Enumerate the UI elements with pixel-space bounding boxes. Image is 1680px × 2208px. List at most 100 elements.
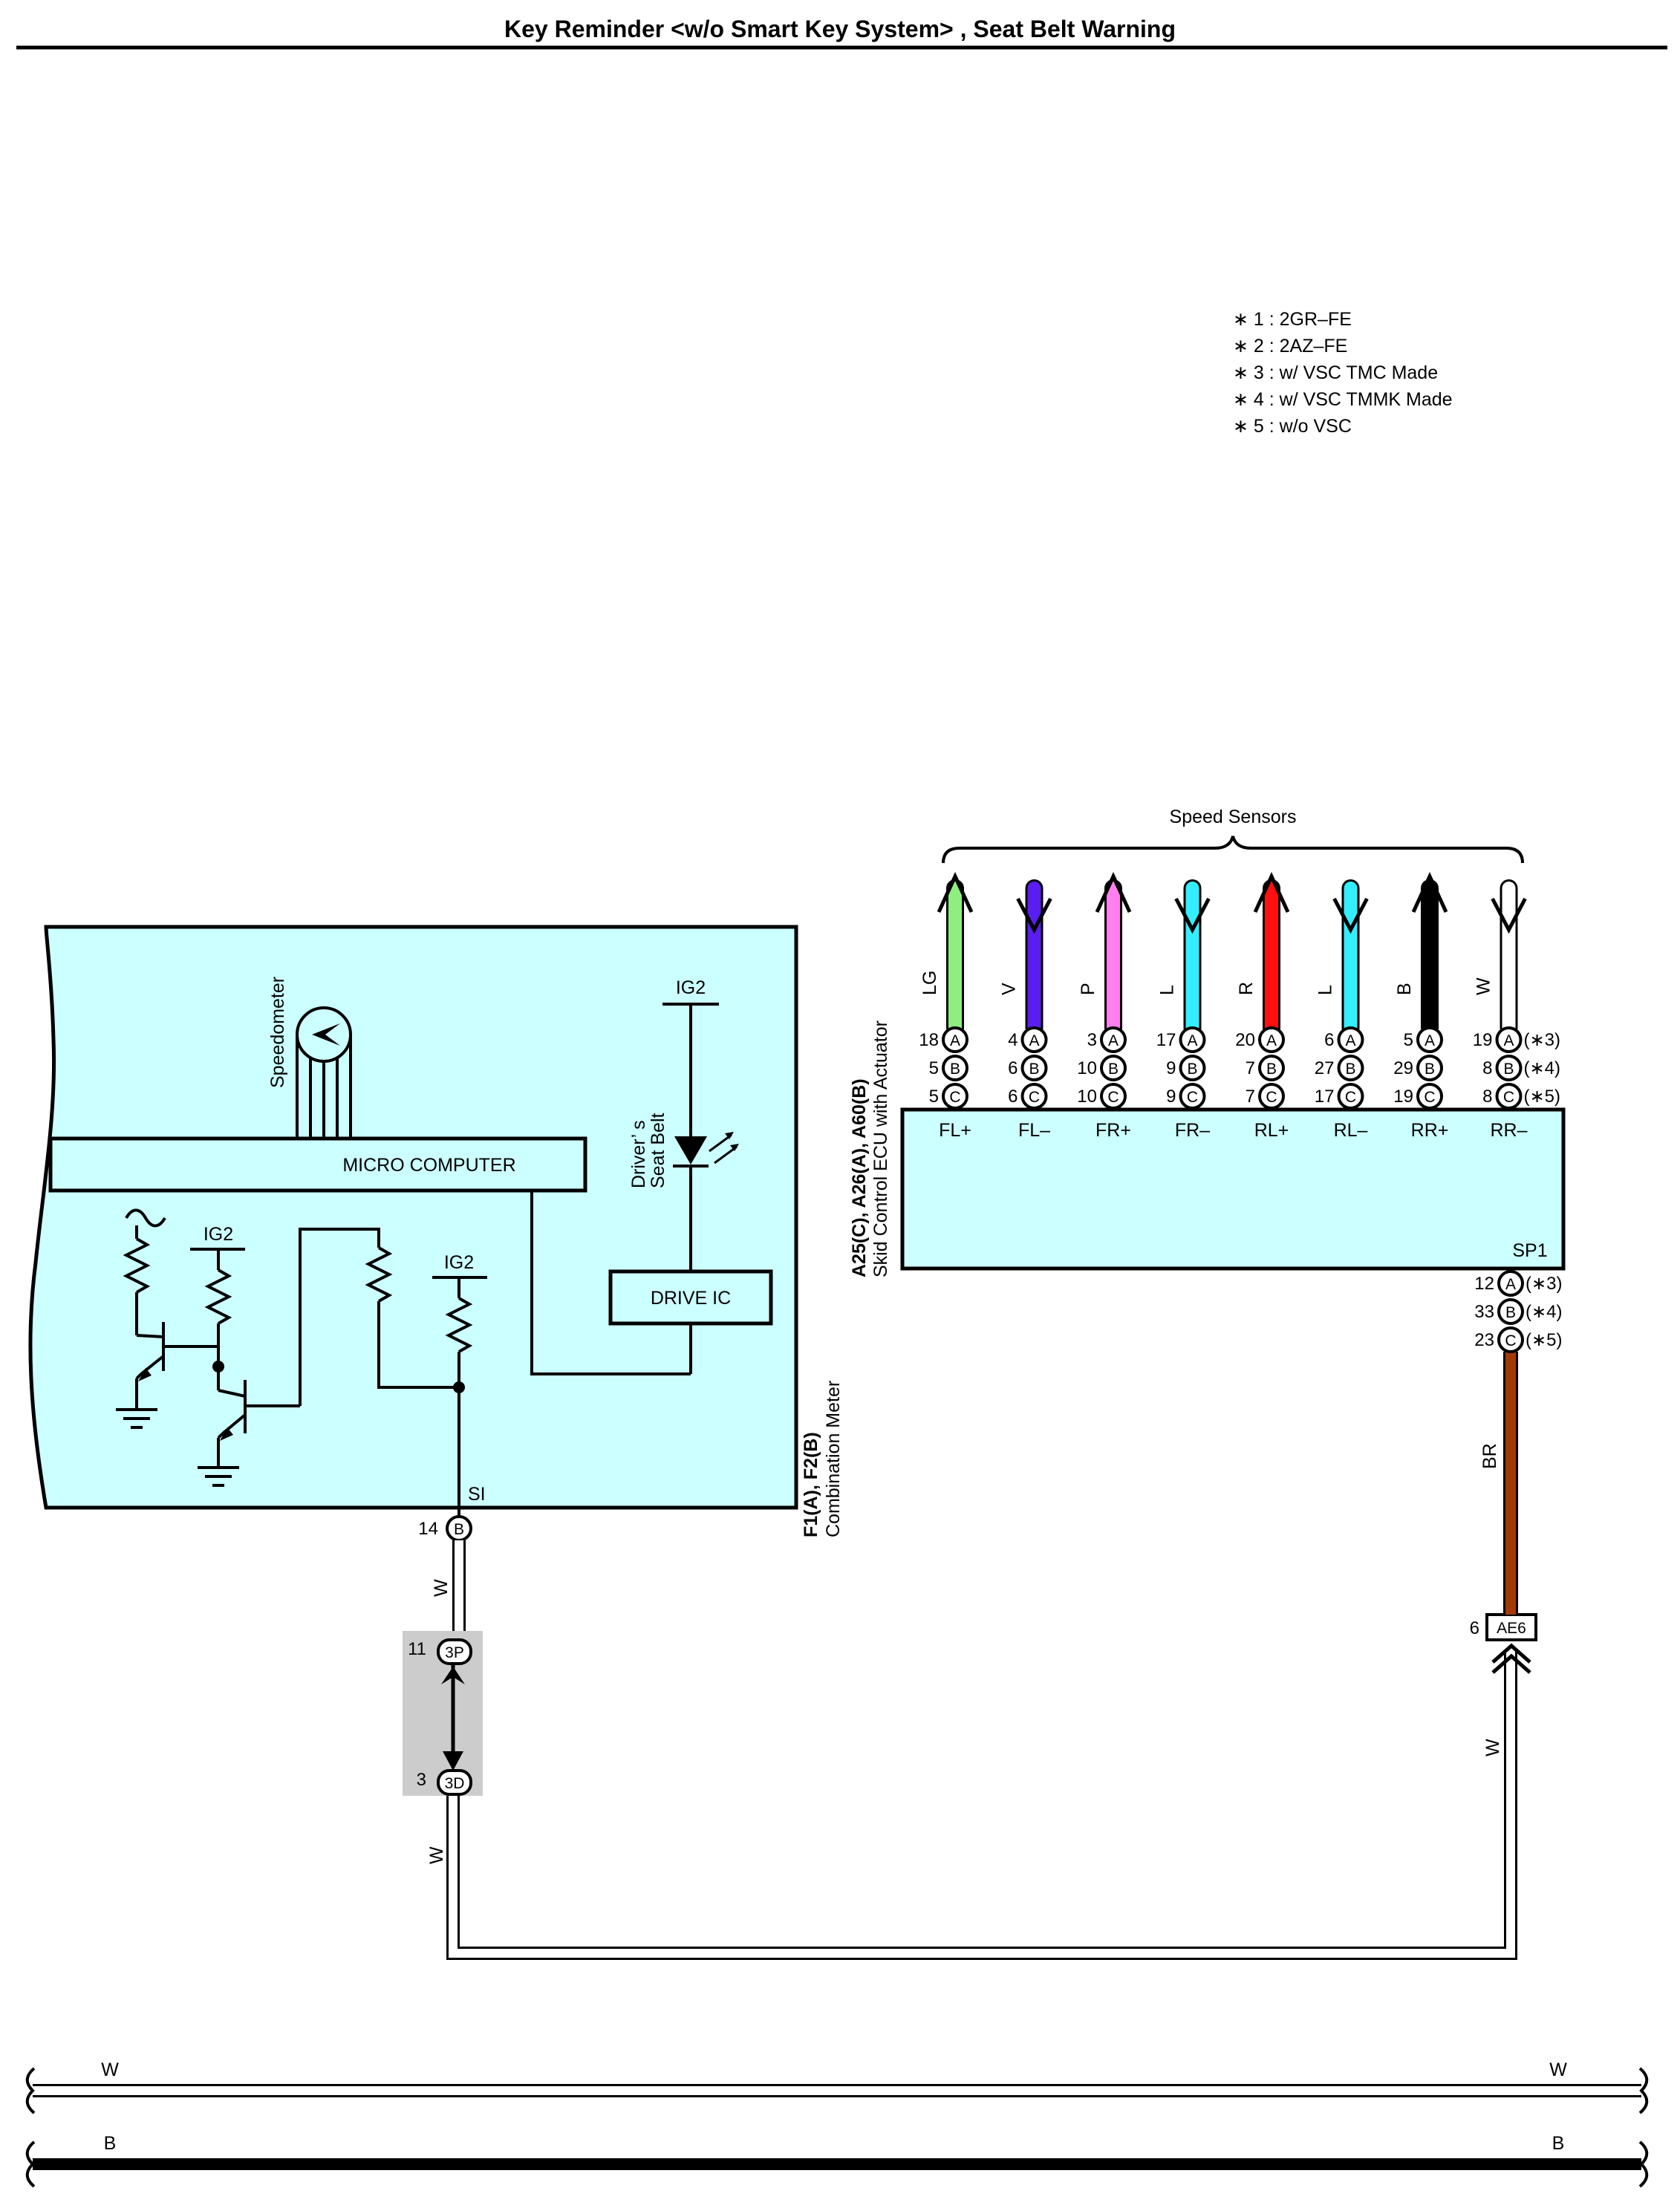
sp1-pin-letter: C <box>1505 1332 1516 1349</box>
wire-color-label: LG <box>919 971 940 995</box>
pin-number: 3 <box>1087 1030 1097 1050</box>
pin-connector <box>942 1083 968 1110</box>
terminal-name: FL– <box>1018 1120 1050 1141</box>
combination-meter: MICRO COMPUTER Speedometer IG2 Driver’ s… <box>28 925 844 1537</box>
drive-ic-block <box>608 1269 773 1326</box>
sp1-pin-connector <box>1497 1270 1524 1297</box>
pin-connector <box>1020 1055 1048 1081</box>
terminal-name: RR– <box>1490 1120 1527 1141</box>
drive-ic-label: DRIVE IC <box>651 1288 731 1309</box>
svg-text:11: 11 <box>408 1639 426 1659</box>
wire-color-label: P <box>1078 983 1098 995</box>
pin-number: 5 <box>929 1087 939 1107</box>
pin-connector <box>1416 1026 1443 1053</box>
pin-connector-letter: C <box>1345 1089 1356 1106</box>
pin-connector <box>1416 1083 1443 1110</box>
bus-white-break-right <box>1638 2067 1649 2114</box>
pin-number: 8 <box>1482 1058 1492 1078</box>
sp1-pin-connector <box>1497 1298 1524 1325</box>
speedometer-icon <box>296 1006 352 1139</box>
pin-number: 6 <box>1008 1087 1018 1107</box>
pin-connector-letter: C <box>1424 1089 1435 1106</box>
pin-number: 4 <box>1008 1030 1018 1050</box>
micro-computer-label: MICRO COMPUTER <box>342 1155 515 1176</box>
pin-connector <box>1337 1055 1364 1081</box>
pin-connector-letter: C <box>949 1089 960 1106</box>
pin-number: 5 <box>1404 1030 1413 1050</box>
seat-belt-label-line1: Driver’ s <box>628 1120 649 1188</box>
svg-text:3: 3 <box>417 1770 426 1790</box>
pin-connector <box>1495 1055 1523 1081</box>
footnote-3: ∗ 3 : w/ VSC TMC Made <box>1233 362 1438 383</box>
pin-connector <box>942 1055 968 1081</box>
meter-pin-14: 14 B <box>418 1515 472 1542</box>
pin-number: 27 <box>1315 1058 1335 1078</box>
meter-connector-label: F1(A), F2(B) <box>801 1432 821 1537</box>
pin-connector-letter: C <box>1266 1089 1277 1106</box>
pin-connector-letter: A <box>1266 1032 1277 1049</box>
arrow-up-icon <box>1095 871 1132 914</box>
wire-label-w-1: W <box>431 1579 452 1597</box>
sp1-pin-note: (∗5) <box>1526 1330 1562 1350</box>
pin-connector <box>1337 1083 1364 1110</box>
sp1-pin-connector <box>1497 1326 1524 1353</box>
bus-white-break-left <box>25 2067 36 2114</box>
speed-sensors-brace: Speed Sensors <box>942 807 1524 864</box>
terminal-name: FR– <box>1175 1120 1210 1141</box>
ig2-label-led: IG2 <box>676 977 706 998</box>
circuit-arrows <box>138 1368 233 1441</box>
pin-number: 19 <box>1473 1030 1493 1050</box>
pin-connector <box>1258 1055 1285 1081</box>
pin-number: 20 <box>1235 1030 1255 1050</box>
pin-connector-letter: B <box>950 1061 960 1078</box>
arrow-down-icon <box>1332 897 1369 934</box>
footnote-1: ∗ 1 : 2GR–FE <box>1233 309 1352 330</box>
bus-black-label-left: B <box>104 2133 117 2154</box>
svg-text:14: 14 <box>418 1519 438 1539</box>
arrow-down-icon <box>1491 897 1527 934</box>
pin-connector-letter: A <box>1029 1032 1039 1049</box>
pin-connector-letter: C <box>1187 1089 1198 1106</box>
wire-label-br: BR <box>1479 1443 1500 1469</box>
wire-color-label: L <box>1157 985 1178 995</box>
pin-connector-letter: B <box>1029 1061 1039 1078</box>
footnote-5: ∗ 5 : w/o VSC <box>1233 416 1352 437</box>
ig2-label-center: IG2 <box>444 1252 474 1273</box>
wire-color-label: L <box>1315 985 1336 995</box>
bus-white-label-left: W <box>101 2059 119 2080</box>
bus-white-label-right: W <box>1549 2059 1567 2080</box>
pin-connector-letter: C <box>1503 1089 1514 1106</box>
pin-number: 5 <box>929 1058 939 1078</box>
pin-connector <box>1416 1055 1443 1081</box>
junction-arrow-icon <box>443 1751 463 1771</box>
sp1-pin-number: 33 <box>1474 1302 1494 1322</box>
ecu-connector-label: A25(C), A26(A), A60(B) <box>849 1078 870 1277</box>
pin-connector-letter: B <box>1187 1061 1197 1078</box>
ig2-label-left: IG2 <box>204 1224 233 1245</box>
svg-text:AE6: AE6 <box>1497 1620 1526 1637</box>
pin-number: 10 <box>1077 1058 1097 1078</box>
pin-connector <box>1258 1083 1285 1110</box>
pin-connector-letter: C <box>1029 1089 1040 1106</box>
wire-color-label: W <box>1474 977 1494 995</box>
speedometer-label: Speedometer <box>267 977 288 1088</box>
pin-connector <box>1179 1026 1206 1053</box>
pin-connector <box>1179 1083 1206 1110</box>
wire-junction-to-ae6 <box>446 1652 1517 1960</box>
ecu-name-label: Skid Control ECU with Actuator <box>870 1020 891 1277</box>
sp1-pin-number: 23 <box>1474 1330 1494 1350</box>
footnotes: ∗ 1 : 2GR–FE ∗ 2 : 2AZ–FE ∗ 3 : w/ VSC T… <box>1233 309 1453 437</box>
input-circuit <box>116 1208 487 1523</box>
pin-number: 19 <box>1393 1087 1413 1107</box>
pin-number: 17 <box>1156 1030 1176 1050</box>
pin-connector <box>1100 1083 1127 1110</box>
pin-number: 8 <box>1482 1087 1492 1107</box>
bus-white: W W <box>25 2059 1649 2114</box>
